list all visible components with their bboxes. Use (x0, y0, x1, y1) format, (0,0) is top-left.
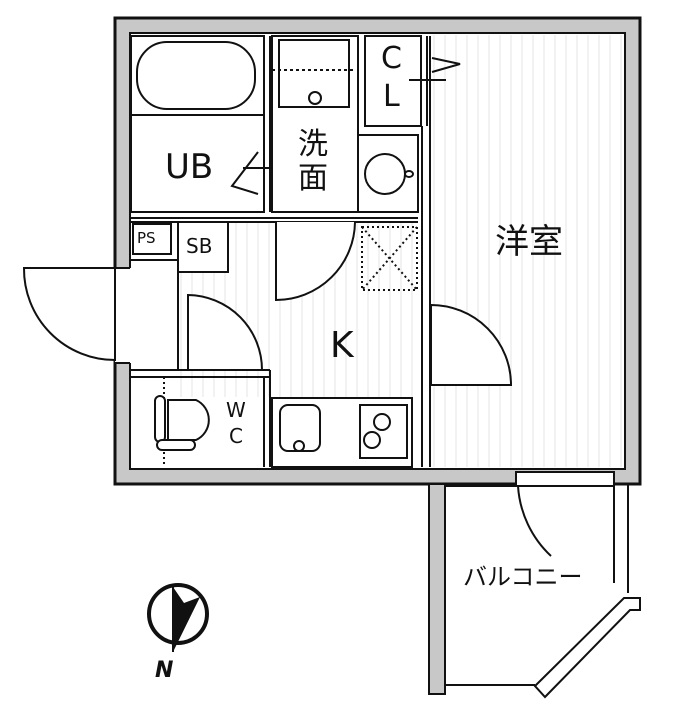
partition-walls (131, 36, 431, 467)
toilet-label-2: C (229, 424, 243, 448)
washroom-label-1: 洗 (298, 127, 328, 162)
western-room-label: 洋室 (495, 222, 563, 262)
compass-icon (147, 583, 209, 652)
balcony (428, 471, 641, 699)
closet-label-1: C (381, 41, 402, 76)
balcony-label: バルコニー (463, 563, 583, 591)
washroom-door (275, 221, 356, 302)
closet (364, 35, 461, 127)
unit-bath (130, 35, 282, 213)
kitchen-counter (271, 397, 413, 468)
shoe-box-label: SB (186, 234, 213, 258)
ps-sb (131, 221, 229, 370)
fridge-space (361, 226, 418, 291)
compass-north-label: N (155, 658, 174, 683)
western-room-floor (430, 35, 623, 467)
kitchen-label: K (330, 325, 354, 366)
washroom-label-2: 面 (298, 161, 328, 196)
toilet-room (154, 370, 271, 467)
toilet-label-1: W (226, 398, 246, 422)
bath-label: UB (165, 147, 214, 187)
pipe-space-label: PS (137, 229, 156, 247)
washroom (271, 35, 419, 213)
entrance-door (22, 267, 133, 364)
toilet-door (131, 293, 270, 378)
western-room-door (430, 303, 513, 386)
closet-label-2: L (383, 79, 400, 114)
